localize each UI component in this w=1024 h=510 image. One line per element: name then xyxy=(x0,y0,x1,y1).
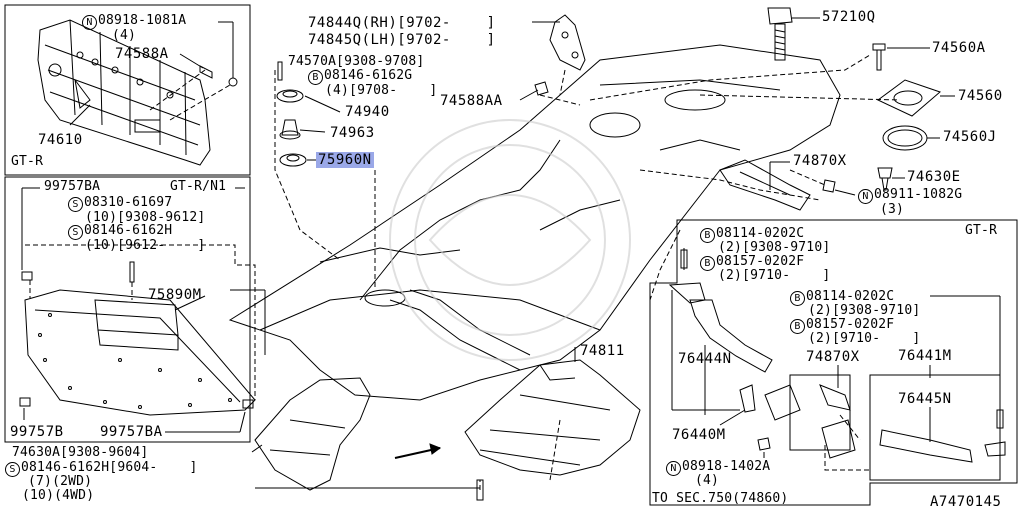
bracket-76440M xyxy=(739,384,756,413)
label-75960N: 75960N xyxy=(316,152,374,168)
plug-74963 xyxy=(281,119,299,136)
bracket-74844Q xyxy=(549,14,586,71)
label-74570A: 74570A[9308-9708] xyxy=(288,54,425,69)
pipe-76445N xyxy=(879,429,973,463)
label-76444N: 76444N xyxy=(678,351,732,367)
gtr-frame-box xyxy=(4,4,251,176)
label-08114-0202C-a-qty: (2)[9308-9710] xyxy=(718,240,831,255)
nut-icon xyxy=(228,77,238,87)
floor-panel xyxy=(228,44,841,401)
label-08918-1402A-qty: (4) xyxy=(695,473,720,488)
label-74560: 74560 xyxy=(958,88,1003,104)
label-74560A: 74560A xyxy=(932,40,986,56)
clip-icon-3 xyxy=(242,399,254,409)
label-08157-0202F-b-qty: (2)[9710- ] xyxy=(808,331,921,346)
bolt-74560A xyxy=(872,43,886,71)
bolt-icon-74588AA xyxy=(534,81,549,96)
gtr-label-right: GT-R xyxy=(965,223,998,238)
label-08146-6162H-b-q1: (7)(2WD) xyxy=(28,474,93,489)
nut-icon-08918-1402A xyxy=(757,437,771,451)
watermark-seal xyxy=(389,119,631,361)
label-76445N: 76445N xyxy=(898,391,952,407)
shield-74630A xyxy=(254,377,371,491)
label-76440M: 76440M xyxy=(672,427,726,443)
label-57210Q: 57210Q xyxy=(822,9,876,25)
label-74940: 74940 xyxy=(345,104,390,120)
bolt-icon-74570A xyxy=(277,61,283,81)
label-99757BA-bottom: 99757BA xyxy=(100,424,163,440)
label-08146-6162G-qty: (4)[9708- ] xyxy=(325,83,438,98)
bracket-74870X-lower xyxy=(764,374,856,459)
screw-icon-bottom xyxy=(476,479,484,501)
label-74963: 74963 xyxy=(330,125,375,141)
label-74610: 74610 xyxy=(38,132,83,148)
gtr-exhaust-box xyxy=(649,219,1018,506)
seal-74560J xyxy=(882,125,928,151)
label-74630A: 74630A[9308-9604] xyxy=(12,445,149,460)
label-99757B: 99757B xyxy=(10,424,64,440)
cover-74560 xyxy=(877,79,941,117)
label-08114-0202C-b-qty: (2)[9308-9710] xyxy=(808,303,921,318)
label-08157-0202F-a-qty: (2)[9710- ] xyxy=(718,268,831,283)
frame-74610 xyxy=(37,19,211,166)
label-74811: 74811 xyxy=(580,343,625,359)
label-08146-6162H-a-qty: (10)[9612- ] xyxy=(85,238,206,253)
gtr-label-top: GT-R xyxy=(11,154,44,169)
label-74560J: 74560J xyxy=(943,129,997,145)
pipe-76444N xyxy=(668,282,773,373)
label-99757BA-top: 99757BA xyxy=(44,179,101,194)
label-75890M: 75890M xyxy=(148,287,202,303)
bolt-icon xyxy=(199,65,213,79)
label-74870X-upper: 74870X xyxy=(793,153,847,169)
label-76441M: 76441M xyxy=(898,348,952,364)
gtr-n1-box xyxy=(4,176,251,443)
label-74588AA: 74588AA xyxy=(440,93,503,109)
undercover-75890M xyxy=(24,289,256,416)
label-08911-1082G-qty: (3) xyxy=(880,202,905,217)
direction-arrow-icon xyxy=(429,443,442,455)
label-08310-61697-qty: (10)[9308-9612] xyxy=(85,210,206,225)
label-08918-1081A-qty: (4) xyxy=(112,28,137,43)
clip-icon-2 xyxy=(19,397,31,407)
pad-74940 xyxy=(276,89,304,103)
nut-icon-08911 xyxy=(822,179,836,193)
pad-75960N xyxy=(279,153,307,167)
label-08146-6162H-b-q2: (10)(4WD) xyxy=(22,488,95,503)
label-74844Q: 74844Q(RH)[9702- ] xyxy=(308,15,496,31)
gtr-n1-label: GT-R/N1 xyxy=(170,179,227,194)
label-74630E: 74630E xyxy=(907,169,961,185)
bolt-icon-08114-a xyxy=(680,249,688,269)
diagram-id: A7470145 xyxy=(930,494,1002,510)
label-74588A: 74588A xyxy=(115,46,169,62)
bolt-icon-08114-b xyxy=(996,409,1004,429)
label-74870X-lower: 74870X xyxy=(806,349,860,365)
plug-57210Q xyxy=(767,7,793,61)
screw-icon xyxy=(129,261,135,283)
bracket-74870X-upper xyxy=(719,159,811,211)
shield-74811 xyxy=(464,359,641,476)
clip-74630E xyxy=(877,167,893,191)
label-to-sec-750: TO SEC.750(74860) xyxy=(652,491,789,506)
clip-icon xyxy=(21,271,33,281)
label-74845Q: 74845Q(LH)[9702- ] xyxy=(308,32,496,48)
